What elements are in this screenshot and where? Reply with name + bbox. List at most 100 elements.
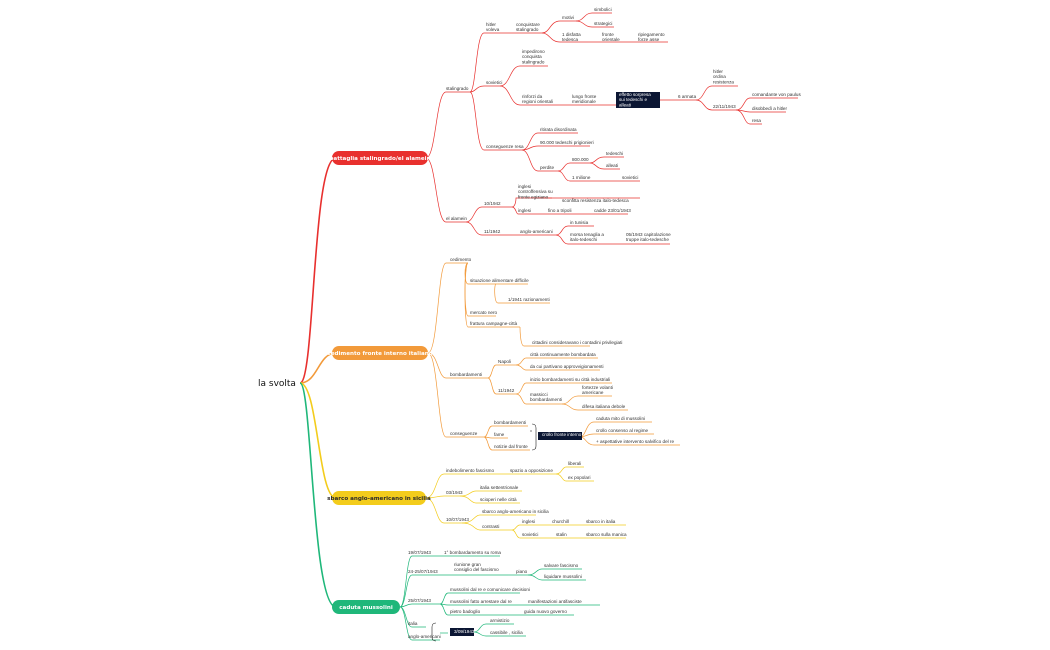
node-b1-motivi[interactable]: motivi — [562, 15, 574, 20]
node-b4-d-24[interactable]: 24-25/07/1943 — [408, 569, 438, 574]
node-b2-difesa[interactable]: difesa italiana debole — [582, 404, 626, 409]
node-b1-conseguenze-resa[interactable]: conseguenze resa — [486, 144, 524, 149]
node-b2-fortezze[interactable]: fortezze volanti — [582, 385, 613, 390]
node-b1-d-11-42[interactable]: 11/1942 — [484, 229, 501, 234]
node-b4-d-25[interactable]: 25/07/1943 — [408, 598, 431, 603]
node-b1-effetto[interactable]: alleati — [619, 102, 631, 107]
node-b1-capitolazione[interactable]: truppe italo-tedesche — [626, 237, 669, 242]
node-b2-c-bomb[interactable]: bombardamenti — [494, 420, 526, 425]
node-b1-sovietici[interactable]: sovietici — [486, 80, 502, 85]
node-b3-ex-popolari[interactable]: ex popolari — [568, 475, 590, 480]
node-b3-c-inglesi[interactable]: inglesi — [522, 519, 535, 524]
node-b1-prigionieri[interactable]: 90.000 tedeschi prigionieri — [540, 140, 594, 145]
node-b1-milione[interactable]: 1 milione — [572, 175, 591, 180]
node-b1-fronte-orientale[interactable]: orientale — [602, 37, 620, 42]
node-b2-frattura[interactable]: frattura campagne-città — [470, 321, 518, 326]
node-b4-primo-bomb[interactable]: 1° bombardamento su roma — [444, 550, 501, 555]
node-b1-hitler-ordina[interactable]: ordina — [713, 74, 726, 79]
node-b1-d-10-42[interactable]: 10/1942 — [484, 201, 501, 206]
node-b1-tunisia[interactable]: in tunisia — [570, 220, 589, 225]
node-b1-ritirata[interactable]: ritirata disordinata — [540, 127, 577, 132]
node-b1-comandante[interactable]: comandante von paulus — [752, 92, 801, 97]
node-b2-crollo-consenso[interactable]: crollo consenso al regime — [596, 428, 649, 433]
node-b1-conquistare[interactable]: conquistare — [516, 22, 540, 27]
node-b1-sovietici2[interactable]: sovietici — [622, 175, 638, 180]
node-b1-morsa[interactable]: italo-tedeschi — [570, 237, 597, 242]
node-b1-fronte-orientale[interactable]: fronte — [602, 32, 614, 37]
node-b1-simbolici[interactable]: simbolici — [594, 7, 612, 12]
node-b1-inglesi-contro[interactable]: controffensiva su — [518, 189, 553, 194]
node-b3-sbarco[interactable]: sbarco anglo-americano in sicilia — [482, 509, 549, 514]
node-b2-d-1942[interactable]: 11/1942 — [498, 388, 515, 393]
node-b2-citta-bomb[interactable]: città continuamente bombardata — [530, 352, 596, 357]
node-b1-rinforzi[interactable]: regioni orientali — [522, 99, 553, 104]
node-b2-bombardamenti[interactable]: bombardamenti — [450, 372, 482, 377]
node-b4-cassibile[interactable]: cassibile , sicilia — [490, 630, 523, 635]
node-b1-armata[interactable]: 6 armata — [678, 94, 697, 99]
node-b1-alleati[interactable]: alleati — [606, 163, 618, 168]
node-b2-napoli[interactable]: Napoli — [498, 359, 511, 364]
node-b2-crollo[interactable]: crollo fronte interno — [542, 432, 582, 437]
node-b1-cadde[interactable]: cadde 23/01/1943 — [594, 208, 631, 213]
node-b2-massicci[interactable]: bombardamenti — [530, 397, 562, 402]
node-b3-c-sovietici[interactable]: sovietici — [522, 532, 538, 537]
node-b3-sbarco-manica[interactable]: sbarco sulla manica — [586, 532, 627, 537]
node-b4-guida[interactable]: guida nuovo governo — [524, 609, 567, 614]
node-b3-italia-sett[interactable]: italia settentrionale — [480, 485, 519, 490]
node-b1-disfatta[interactable]: tedesca — [562, 37, 579, 42]
highlight-armistizio-date[interactable] — [450, 628, 474, 636]
node-b1-effetto[interactable]: sui tedeschi e — [619, 97, 648, 102]
node-b4-angloamericani[interactable]: anglo-americani — [408, 634, 441, 639]
node-b1-impedirono[interactable]: impedirono — [522, 49, 545, 54]
main-topic-caduta[interactable]: caduta mussolini — [332, 600, 400, 614]
highlight-crollo-fronte[interactable] — [538, 432, 582, 440]
node-b1-hitler[interactable]: voleva — [486, 27, 500, 32]
node-b4-badoglio[interactable]: pietro badoglio — [450, 609, 481, 614]
node-b1-n800[interactable]: 800.000 — [572, 157, 589, 162]
node-b2-caduta-mito[interactable]: caduta mito di mussolini — [596, 416, 645, 421]
node-b3-d-7-43[interactable]: 10/07/1943 — [446, 517, 469, 522]
node-b3-indebolimento[interactable]: indebolimento fascismo — [446, 468, 494, 473]
node-b1-el-alamein[interactable]: el alamein — [446, 216, 467, 221]
node-b1-fino-tripoli[interactable]: fino a tripoli — [548, 208, 572, 213]
node-b1-disfatta[interactable]: 1 disfatta — [562, 32, 581, 37]
node-b1-angloamericani[interactable]: anglo-americani — [520, 229, 553, 234]
node-b1-ripiegamento[interactable]: forze asse — [638, 37, 660, 42]
node-b1-morsa[interactable]: morsa tenaglia a — [570, 232, 604, 237]
node-b4-piano[interactable]: piano — [516, 569, 528, 574]
node-b1-impedirono[interactable]: stalingrado — [522, 59, 545, 64]
node-b1-stalingrado[interactable]: stalingrado — [446, 86, 469, 91]
node-b1-lungo-fronte[interactable]: lungo fronte — [572, 94, 597, 99]
node-b2-fortezze[interactable]: americane — [582, 390, 604, 395]
node-b2-cedimento[interactable]: cedimento — [450, 257, 472, 262]
node-b3-d-3-43[interactable]: 03/1943 — [446, 490, 463, 495]
node-b3-sbarco-italia[interactable]: sbarco in italia — [586, 519, 616, 524]
node-b4-italia[interactable]: italia — [408, 621, 418, 626]
node-b2-situazione[interactable]: situazione alimentare difficile — [470, 278, 529, 283]
node-b1-inglesi-contro[interactable]: fronte egiziano — [518, 194, 549, 199]
main-topic-battaglia[interactable]: battaglia stalingrado/el alamein — [329, 151, 431, 165]
node-b2-da-cui[interactable]: da cui partivano approvvigionamenti — [530, 364, 604, 369]
node-b1-perdite[interactable]: perdite — [540, 165, 554, 170]
node-b1-hitler-ordina[interactable]: hitler — [713, 69, 723, 74]
node-b1-disobbedi[interactable]: disobbedì a hitler — [752, 106, 787, 111]
node-b2-razionamenti[interactable]: 1/1941 razionamenti — [508, 297, 550, 302]
highlight-effetto-sorpresa[interactable] — [616, 92, 660, 108]
node-b3-contrasti[interactable]: contrasti — [482, 524, 499, 529]
node-b2-conseguenze[interactable]: conseguenze — [450, 431, 478, 436]
node-b3-liberali[interactable]: liberali — [568, 461, 581, 466]
node-b2-cittadini[interactable]: cittadini consideravano i contadini priv… — [532, 340, 622, 345]
node-b3-stalin[interactable]: stalin — [556, 532, 567, 537]
node-b2-massicci[interactable]: massicci — [530, 392, 548, 397]
node-b3-spazio[interactable]: spazio a opposizione — [510, 468, 553, 473]
node-b2-mercato[interactable]: mercato nero — [470, 310, 498, 315]
node-b1-resa[interactable]: resa — [752, 118, 761, 123]
node-b1-lungo-fronte[interactable]: meridionale — [572, 99, 596, 104]
node-b1-conquistare[interactable]: stalingrado — [516, 27, 539, 32]
node-b1-capitolazione[interactable]: 05/1943 capitolazione — [626, 232, 671, 237]
node-b2-notizie[interactable]: notizie dal fronte — [494, 444, 528, 449]
node-b1-hitler[interactable]: hitler — [486, 22, 496, 27]
node-b2-inizio[interactable]: inizio bombardamenti su città industrial… — [530, 377, 610, 382]
node-b2-aspettative[interactable]: + aspettative intervento salvifico del r… — [596, 439, 674, 444]
node-b1-effetto[interactable]: effetto sorpresa — [619, 92, 651, 97]
